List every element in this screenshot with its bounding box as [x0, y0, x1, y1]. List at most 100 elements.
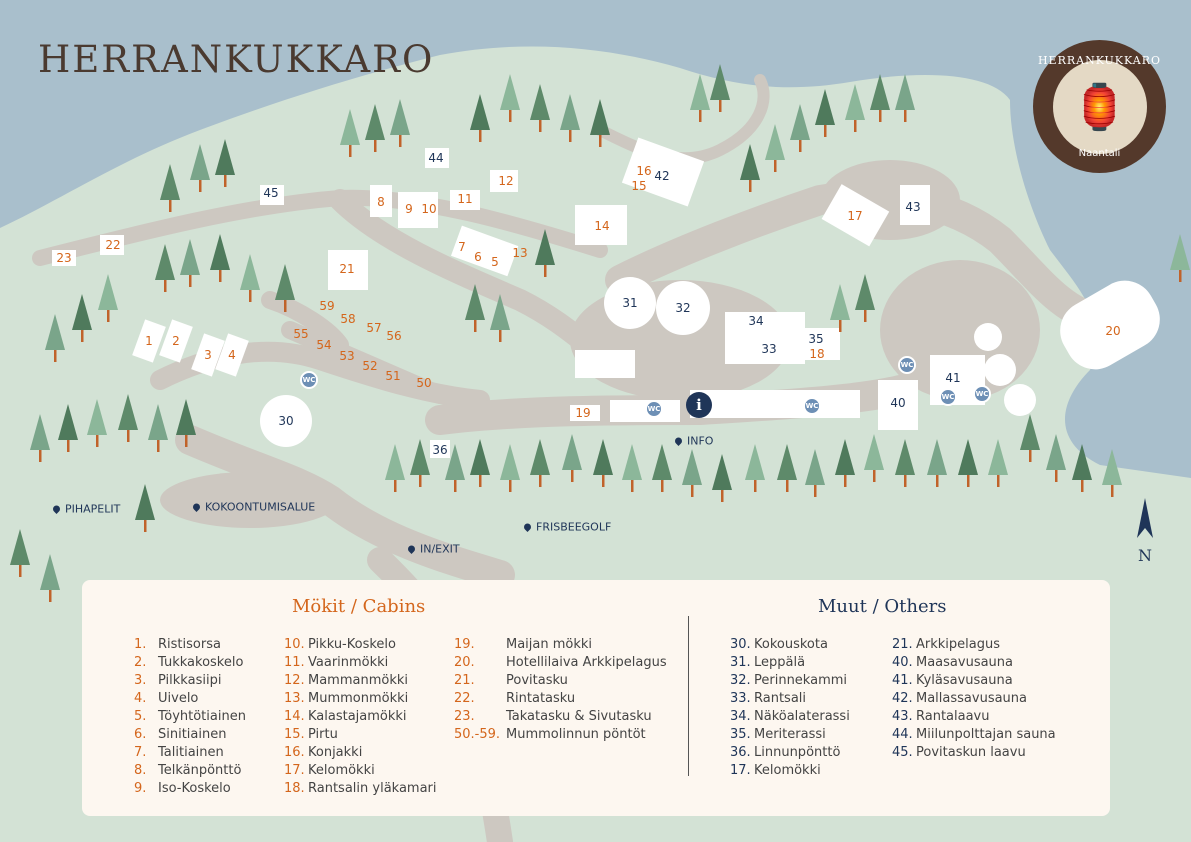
- poi-frisbeegolf[interactable]: FRISBEEGOLF: [524, 521, 611, 534]
- legend-name: Pilkkasiipi: [158, 673, 222, 688]
- poi-in-exit[interactable]: IN/EXIT: [408, 543, 460, 556]
- legend-item: 7.Talitiainen: [134, 744, 246, 762]
- legend-number: 40.: [892, 655, 913, 670]
- poi-pihapelit[interactable]: PIHAPELIT: [53, 503, 120, 516]
- legend-item: 13.Mummonmökki: [284, 690, 437, 708]
- legend-number: 1.: [134, 637, 147, 652]
- legend-name: Kyläsavusauna: [916, 673, 1013, 688]
- legend-name: Maasavusauna: [916, 655, 1014, 670]
- building-label[interactable]: 42: [654, 169, 670, 183]
- building-label[interactable]: 16: [636, 164, 652, 178]
- wc-icon[interactable]: WC: [973, 385, 991, 403]
- building-label[interactable]: 3: [204, 348, 212, 362]
- legend-number: 5.: [134, 709, 147, 724]
- wc-icon[interactable]: WC: [300, 371, 318, 389]
- wc-icon[interactable]: WC: [803, 397, 821, 415]
- tree-icon: [445, 444, 465, 492]
- building-label[interactable]: 5: [491, 255, 499, 269]
- legend-name: Töyhtötiainen: [158, 709, 246, 724]
- building-label[interactable]: 41: [945, 371, 961, 385]
- building-label[interactable]: 10: [421, 202, 437, 216]
- trees: [10, 64, 1190, 602]
- building-label[interactable]: 6: [474, 250, 482, 264]
- building-label[interactable]: 33: [761, 342, 777, 356]
- legend-number: 36.: [730, 745, 751, 760]
- building-label[interactable]: 34: [748, 314, 764, 328]
- info-icon[interactable]: i: [686, 392, 712, 418]
- legend-item: 19.Maijan mökki: [454, 636, 667, 654]
- building-label[interactable]: 21: [339, 262, 355, 276]
- building-label[interactable]: 4: [228, 348, 236, 362]
- wc-icon[interactable]: WC: [898, 356, 916, 374]
- building-label[interactable]: 2: [172, 334, 180, 348]
- tree-icon: [845, 84, 865, 132]
- building-label[interactable]: 18: [809, 347, 825, 361]
- wc-icon[interactable]: WC: [645, 400, 663, 418]
- tree-icon: [87, 399, 107, 447]
- building-label[interactable]: 54: [316, 338, 332, 352]
- tree-icon: [777, 444, 797, 492]
- legend-number: 34.: [730, 709, 751, 724]
- building-label[interactable]: 43: [905, 200, 921, 214]
- building-label[interactable]: 59: [319, 299, 335, 313]
- tree-icon: [740, 144, 760, 192]
- building-label[interactable]: 7: [458, 240, 466, 254]
- building-label[interactable]: 35: [808, 332, 824, 346]
- tree-icon: [180, 239, 200, 287]
- tree-icon: [470, 94, 490, 142]
- poi-info[interactable]: INFO: [675, 435, 713, 448]
- legend-name: Leppälä: [754, 655, 806, 670]
- building-label[interactable]: 17: [847, 209, 863, 223]
- building-label[interactable]: 58: [340, 312, 356, 326]
- legend-number: 14.: [284, 709, 305, 724]
- legend-name: Konjakki: [308, 745, 363, 760]
- wc-icon[interactable]: WC: [939, 388, 957, 406]
- cabins-title: Mökit / Cabins: [292, 596, 426, 617]
- building-label[interactable]: 22: [105, 238, 121, 252]
- building-label[interactable]: 31: [622, 296, 638, 310]
- building-label[interactable]: 19: [575, 406, 591, 420]
- building-label[interactable]: 12: [498, 174, 514, 188]
- building-label[interactable]: 44: [428, 151, 444, 165]
- building-label[interactable]: 50: [416, 376, 432, 390]
- building-label[interactable]: 53: [339, 349, 355, 363]
- legend-name: Perinnekammi: [754, 673, 848, 688]
- legend-name: Sinitiainen: [158, 727, 227, 742]
- legend-item: 22.Rintatasku: [454, 690, 667, 708]
- legend-item: 17.Kelomökki: [284, 762, 437, 780]
- tree-icon: [10, 529, 30, 577]
- building-label[interactable]: 15: [631, 179, 647, 193]
- tree-icon: [500, 74, 520, 122]
- building-label[interactable]: 13: [512, 246, 528, 260]
- building-label[interactable]: 1: [145, 334, 153, 348]
- legend-item: 11.Vaarinmökki: [284, 654, 437, 672]
- legend-number: 2.: [134, 655, 147, 670]
- building-label[interactable]: 56: [386, 329, 402, 343]
- legend-name: Rintatasku: [506, 691, 576, 706]
- building-label[interactable]: 11: [457, 192, 473, 206]
- building-label[interactable]: 30: [278, 414, 294, 428]
- tree-icon: [72, 294, 92, 342]
- building-label[interactable]: 8: [377, 195, 385, 209]
- poi-kokoontumisalue[interactable]: KOKOONTUMISALUE: [193, 501, 315, 514]
- building-label[interactable]: 9: [405, 202, 413, 216]
- building-label[interactable]: 14: [594, 219, 610, 233]
- legend-number: 42.: [892, 691, 913, 706]
- tree-icon: [340, 109, 360, 157]
- building-label[interactable]: 23: [56, 251, 72, 265]
- building-label[interactable]: 51: [385, 369, 401, 383]
- building-label[interactable]: 57: [366, 321, 382, 335]
- building-label[interactable]: 20: [1105, 324, 1121, 338]
- building-label[interactable]: 32: [675, 301, 691, 315]
- building-label[interactable]: 40: [890, 396, 906, 410]
- others-title: Muut / Others: [818, 596, 947, 617]
- building-label[interactable]: 36: [432, 443, 448, 457]
- building-label[interactable]: 55: [293, 327, 309, 341]
- tree-icon: [160, 164, 180, 212]
- building-label[interactable]: 52: [362, 359, 378, 373]
- legend-number: 6.: [134, 727, 147, 742]
- legend-name: Kokouskota: [754, 637, 828, 652]
- tree-icon: [593, 439, 613, 487]
- building-label[interactable]: 45: [263, 186, 279, 200]
- legend-number: 32.: [730, 673, 751, 688]
